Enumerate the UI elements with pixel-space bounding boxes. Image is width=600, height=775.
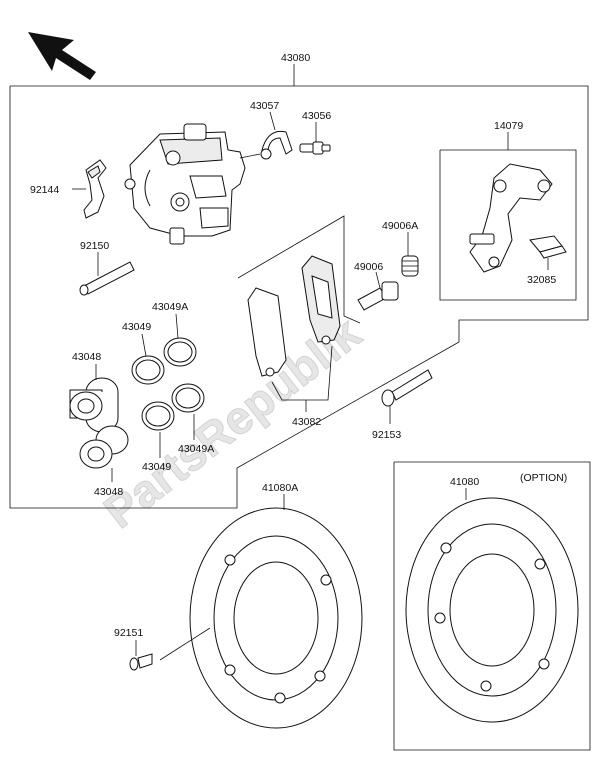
label-piston-top: 43048 [72, 351, 101, 363]
bleeder-cap [260, 130, 293, 160]
label-disc: 41080A [262, 482, 298, 494]
boot [401, 255, 419, 277]
label-pad-spring: 32085 [527, 274, 556, 286]
label-piston-bottom: 43048 [94, 486, 123, 498]
label-bolt: 92153 [372, 429, 401, 441]
label-bracket: 14079 [494, 120, 523, 132]
label-spring: 92144 [30, 184, 59, 196]
brake-disc [189, 507, 363, 729]
bracket-box [439, 149, 577, 301]
option-disc [405, 497, 579, 723]
label-assembly: 43080 [281, 52, 310, 64]
mounting-bolt [381, 369, 433, 407]
label-disc-bolt: 92151 [114, 627, 143, 639]
piston-seals-bottom [141, 383, 205, 431]
option-box [393, 461, 591, 751]
caliper-body [124, 123, 246, 245]
label-pads: 43082 [292, 416, 321, 428]
direction-arrow-icon [28, 32, 96, 80]
label-disc-option: 41080 [450, 476, 479, 488]
brake-pad-left [247, 287, 287, 377]
piston-seals-top [131, 337, 197, 385]
assembly-outline [9, 85, 589, 509]
label-boot: 49006A [382, 220, 418, 232]
brake-pad-right [301, 255, 341, 345]
piston-bottom [79, 425, 129, 469]
caliper-bracket [469, 163, 553, 273]
bleeder-valve [299, 141, 331, 155]
pad-spring [529, 235, 567, 259]
label-pin: 92150 [80, 240, 109, 252]
label-seal-a-bottom: 43049A [178, 443, 214, 455]
piston-top [69, 377, 119, 433]
label-bleeder-cap: 43057 [250, 100, 279, 112]
pads-box [237, 215, 361, 324]
slide-pin [79, 261, 135, 296]
label-collar: 49006 [354, 261, 383, 273]
collar [357, 281, 399, 311]
label-seal-top: 43049 [122, 321, 151, 333]
label-seal-a-top: 43049A [152, 301, 188, 313]
label-bleeder: 43056 [302, 110, 331, 122]
label-seal-bottom: 43049 [142, 461, 171, 473]
disc-bolt [129, 653, 153, 671]
spring-clip [83, 159, 107, 219]
label-option: (OPTION) [520, 472, 567, 484]
